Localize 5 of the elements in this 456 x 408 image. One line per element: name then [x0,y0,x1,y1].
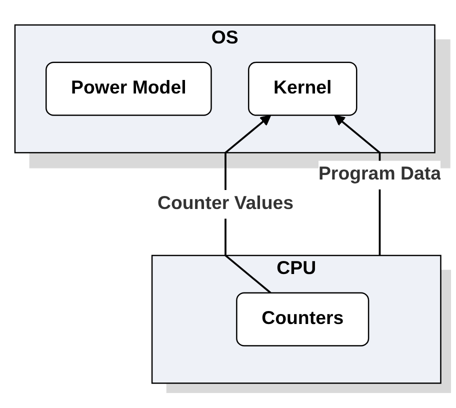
node-box: Power Model [46,62,212,116]
edge-label: Program Data [318,163,442,184]
edge-label: Counter Values [157,192,294,214]
node-box: Counters [236,292,370,346]
node-box: Kernel [248,62,358,116]
